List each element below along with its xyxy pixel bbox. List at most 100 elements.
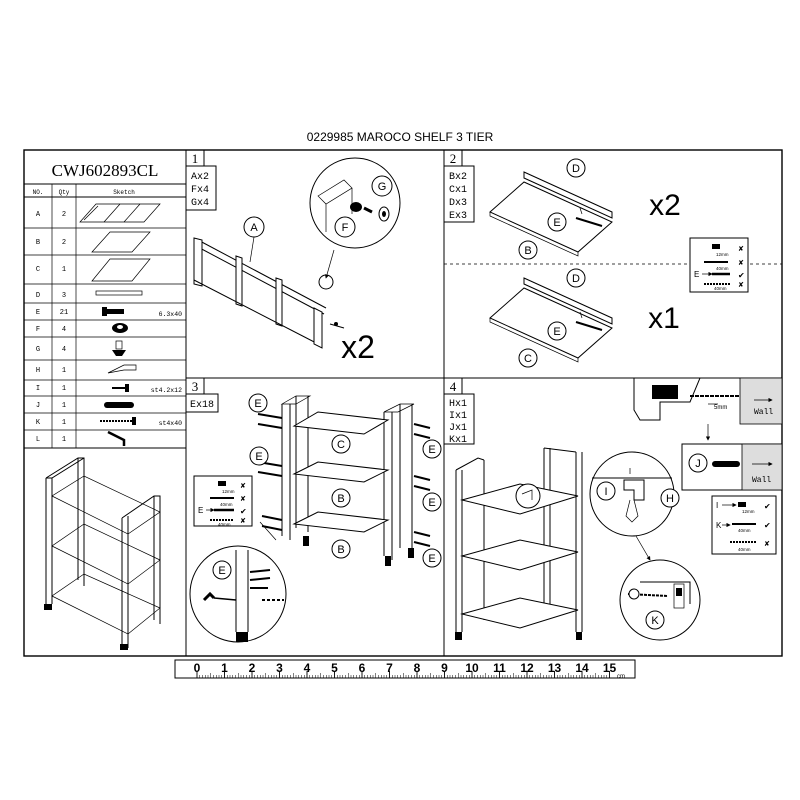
callout-j	[688, 453, 708, 473]
step-3-right-frame	[383, 403, 415, 566]
measurement-ruler: cm	[174, 659, 636, 680]
step-3-magnifier	[189, 521, 287, 643]
wall-label-bottom: Wall	[752, 476, 771, 485]
sketch-shelf-b	[91, 231, 151, 253]
callout-c-label: C	[524, 353, 532, 365]
callout-k	[645, 610, 665, 630]
ruler-label: 5	[331, 661, 338, 675]
sketch-bracket-h	[107, 364, 137, 374]
ruler-label: 3	[276, 661, 283, 675]
svg-text:✘: ✘	[764, 540, 770, 548]
sketch-frame-a	[79, 203, 161, 223]
ruler-label: 11	[493, 661, 506, 675]
row-h-qty: 1	[62, 367, 66, 375]
ruler-label: 10	[465, 661, 479, 675]
step-2-part-4: Ex3	[449, 211, 467, 222]
svg-text:✔: ✔	[764, 521, 771, 530]
callout-e-3c-label: E	[428, 444, 435, 456]
sketch-foot-g	[112, 340, 126, 356]
callout-j-label: J	[695, 458, 701, 470]
row-g-qty: 4	[62, 346, 66, 354]
step-4-part-2: Ix1	[449, 411, 467, 422]
row-d-qty: 3	[62, 292, 66, 300]
sketch-anchor-j	[104, 402, 134, 408]
foot-magnifier	[309, 157, 401, 279]
svg-text:✘: ✘	[240, 517, 246, 525]
ruler-label: 6	[359, 661, 366, 675]
row-i-spec: st4.2x12	[151, 387, 182, 394]
col-sketch-header: Sketch	[113, 189, 135, 196]
svg-text:✔: ✔	[738, 271, 745, 280]
row-a-qty: 2	[62, 211, 66, 219]
ruler-label: 0	[194, 661, 201, 675]
callout-e-3e-label: E	[428, 553, 435, 565]
sketch-rail-d	[95, 290, 143, 296]
guide-len-40-a: 40mm	[716, 266, 729, 271]
ruler-label: 8	[414, 661, 421, 675]
row-j-no: J	[36, 402, 40, 410]
svg-text:✘: ✘	[738, 245, 744, 253]
ruler-label: 9	[441, 661, 448, 675]
callout-h	[660, 488, 680, 508]
callout-i-label: I	[604, 486, 607, 498]
callout-d-top-label: D	[572, 163, 580, 175]
callout-e-3d	[422, 492, 442, 512]
sketch-screw-i	[112, 384, 129, 392]
guide3-len-12: 12mm	[222, 489, 235, 494]
callout-e-bottom-label: E	[553, 326, 560, 338]
row-b-no: B	[36, 239, 40, 247]
screw-guide-step-3: ✘ 12mm ✘ E ✔ 40mm ✘ 40mm	[193, 475, 253, 527]
callout-c-3-label: C	[337, 439, 345, 451]
row-b-qty: 2	[62, 239, 66, 247]
screw-guide-step-2: ✘ 12mm ✘ E ✔ 40mm ✘ 40mm	[689, 237, 749, 293]
guide-len-40-b: 40mm	[714, 286, 727, 291]
row-l-qty: 1	[62, 436, 66, 444]
callout-h-label: H	[666, 493, 674, 505]
step-1-part-3: Gx4	[191, 198, 209, 209]
callout-e-3a-label: E	[254, 398, 261, 410]
row-e-no: E	[36, 309, 40, 317]
callout-g-label: G	[378, 181, 387, 193]
row-i-qty: 1	[62, 385, 66, 393]
callout-e-3-mag	[212, 560, 232, 580]
callout-b	[518, 240, 538, 260]
side-frame-a	[193, 237, 345, 349]
callout-g	[371, 175, 393, 197]
guide4-len-12: 12mm	[742, 509, 755, 514]
callout-e-bottom	[547, 321, 567, 341]
sketch-bolt-e	[102, 307, 124, 316]
callout-f	[334, 216, 356, 238]
header-title: 0229985 MAROCO SHELF 3 TIER	[307, 130, 494, 144]
step-1-part-2: Fx4	[191, 185, 209, 196]
row-c-no: C	[36, 266, 40, 274]
callout-c	[518, 348, 538, 368]
ruler-label: 4	[304, 661, 311, 675]
sketch-nut-f	[112, 323, 128, 333]
guide3-len-40-b: 40mm	[218, 522, 231, 527]
step-2: 2 Bx2 Cx1 Dx3 Ex3 D E B x2 ✘ 12mm ✘ E	[443, 149, 782, 368]
row-e-qty: 21	[60, 309, 68, 317]
step-3-middle-shelf	[292, 461, 390, 483]
callout-i	[596, 481, 616, 501]
row-j-qty: 1	[62, 402, 66, 410]
step-3: 3 Ex18	[185, 377, 442, 643]
wall-label-top: Wall	[754, 408, 773, 417]
guide3-len-40-a: 40mm	[220, 502, 233, 507]
svg-text:✘: ✘	[240, 482, 246, 490]
drill-wall-diagram	[633, 377, 783, 425]
svg-text:✔: ✔	[240, 507, 247, 516]
callout-a-label: A	[250, 222, 258, 234]
callout-b-3b	[331, 539, 351, 559]
step-4-part-4: Kx1	[449, 435, 467, 446]
step-2-number: 2	[450, 151, 457, 166]
row-d-no: D	[36, 292, 40, 300]
step-4-part-3: Jx1	[449, 423, 467, 434]
row-a-no: A	[36, 211, 41, 219]
row-k-qty: 1	[62, 419, 66, 427]
callout-e-3c	[422, 439, 442, 459]
step-2-part-3: Dx3	[449, 198, 467, 209]
step-4: 4 Hx1 Ix1 Jx1 Kx1 5mm Wall J Wall	[443, 377, 783, 641]
callout-e-3a	[248, 393, 268, 413]
row-f-no: F	[36, 326, 40, 334]
ruler-label: 1	[221, 661, 228, 675]
